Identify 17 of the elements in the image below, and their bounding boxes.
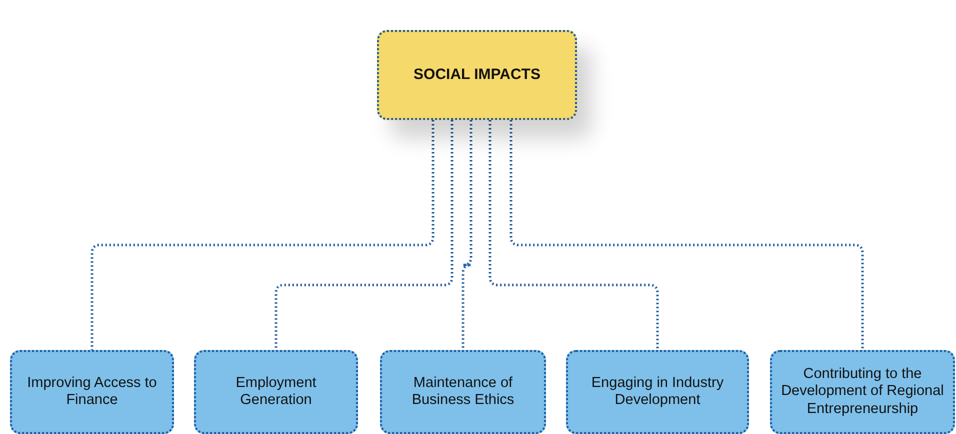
connector-line (274, 120, 454, 350)
connector-line (488, 120, 659, 350)
topic-box (770, 350, 955, 434)
connector-line (90, 120, 434, 350)
box-label: Employment Generation (234, 374, 318, 410)
box-label: Engaging in Industry Development (590, 374, 725, 410)
topic-box (380, 350, 546, 434)
connector-line (462, 120, 472, 350)
connector-line (510, 120, 864, 350)
box-label: Maintenance of Business Ethics (410, 374, 516, 410)
topic-box (10, 350, 174, 434)
box-label: SOCIAL IMPACTS (414, 65, 540, 85)
topic-box (566, 350, 749, 434)
box-label: Contributing to the Development of Regional Entrepreneurship (780, 366, 945, 418)
root-box (377, 30, 577, 120)
box-label: Improving Access to Finance (26, 374, 158, 410)
topic-box (194, 350, 358, 434)
